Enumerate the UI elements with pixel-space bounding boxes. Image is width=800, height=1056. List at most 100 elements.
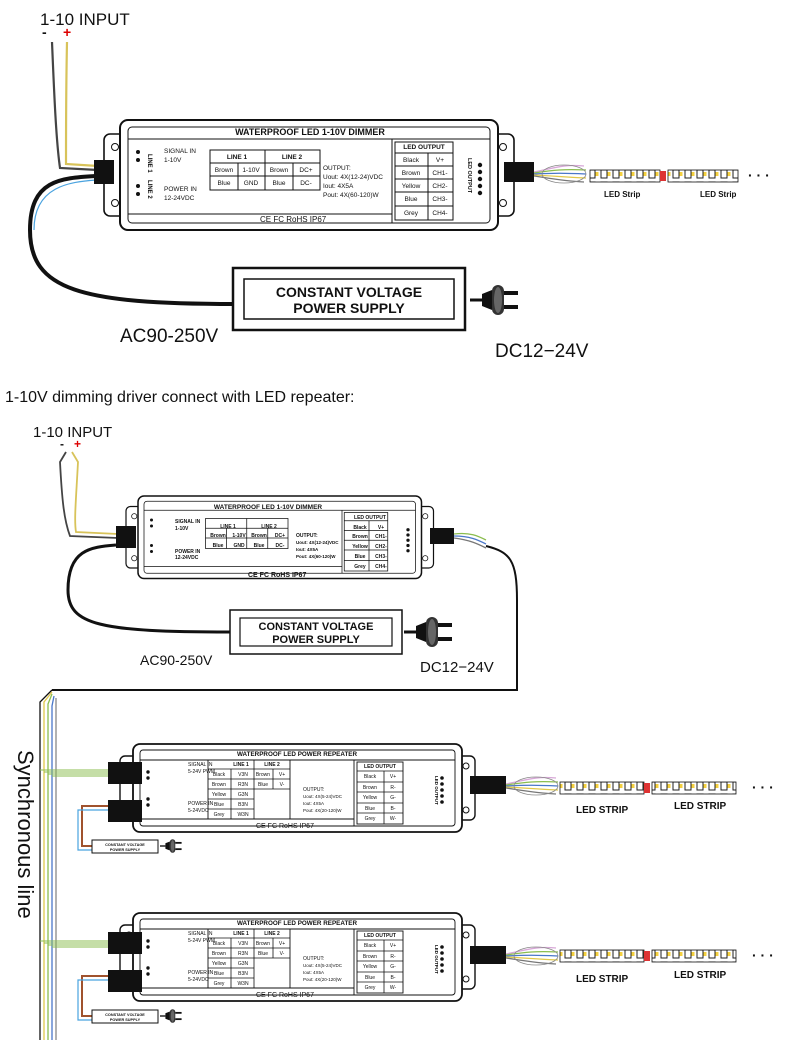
rep1-plug [159,838,183,854]
rep1-o2b: G- [390,795,396,801]
led-strip-top-2 [667,169,739,183]
mid-110v: 1-10V [232,533,246,539]
rep2-o2a: Yellow [363,964,378,970]
rep1-o3b: B- [391,806,396,812]
psu-top-line2: POWER SUPPLY [293,300,405,316]
mid-footer: CE FC RoHS IP67 [248,572,306,579]
mid-blue2: Blue [254,543,265,549]
rep1-output-title: OUTPUT: [303,787,324,793]
dimmer-out-r1a: Brown [402,170,421,177]
dimmer-title: WATERPROOF LED 1-10V DIMMER [235,127,385,137]
dimmer-line2-side: LINE 2 [146,180,152,199]
rep2-psu-line1: CONSTANT VOLTAGE [105,1013,145,1017]
rep2-strip-label-b: LED STRIP [674,970,727,981]
rep2-uout: Uout: 4X(5-24)VDC [303,963,343,968]
input-gland-mid [116,526,136,548]
rep2-power-in: POWER IN [188,970,214,976]
dc-label-mid: DC12−24V [420,659,494,676]
mid-out-r1b: CH1- [375,534,387,540]
mid-iout: Iout: 4X5A [296,547,319,552]
mid-uout: Uout: 4X(12-24)VDC [296,540,339,545]
rep1-r4a: Grey [214,812,225,818]
psu-mid-line1: CONSTANT VOLTAGE [259,621,374,633]
rep1-strip-label-b: LED STRIP [674,801,727,812]
output-gland-top [504,162,534,182]
dimmer-out-r4a: Grey [404,210,419,217]
mid-output-title: OUTPUT: [296,533,318,539]
rep1-o1a: Brown [363,785,377,791]
dimmer-footer: CE FC RoHS IP67 [260,215,327,224]
rep2-o0b: V+ [390,943,396,949]
mid-table-line1: LINE 1 [220,524,236,530]
rep2-r0b: V3N [238,941,248,947]
rep2-o3b: B- [391,975,396,981]
rep2-o4b: W- [390,985,397,991]
rep2-tl2: LINE 2 [264,931,280,937]
mid-out-r2b: CH2- [375,544,387,550]
rep2-gland-in2 [108,970,142,992]
rep2-psu [91,1009,159,1024]
dimmer-power-in: POWER IN [164,186,197,193]
dimmer-out-r2b: CH2- [432,183,447,190]
mid-out-r0a: Black [353,525,367,531]
rep1-side-label: LED OUTPUT [434,776,439,805]
ac-label-top: AC90-250V [120,326,219,347]
input-label-top: 1-10 INPUT [40,10,130,29]
mid-signal-v: 1-10V [175,526,189,532]
dimmer-out-r1b: CH1- [432,170,447,177]
rep2-r0d: V+ [279,941,285,947]
plug-mid [402,615,454,649]
rep2-psu-line2: POWER SUPPLY [110,1018,141,1022]
rep1-psu [91,839,159,854]
rep1-footer: CE FC RoHS IP67 [256,823,314,830]
rep1-r1a: Brown [212,782,226,788]
rep1-r4b: W3N [237,812,249,818]
rep2-strip-label-a: LED STRIP [576,974,629,985]
rep2-o2b: G- [390,964,396,970]
rep1-signal-in: SIGNAL IN [188,762,213,768]
dimmer-blue-2: Blue [272,180,285,187]
dimmer-output-title: OUTPUT: [323,165,351,172]
dimmer-brown-2: Brown [270,167,289,174]
plus-sign-top: + [63,24,71,40]
dimmer-110v: 1-10V [242,167,260,174]
rep1-r1b: R3N [238,782,248,788]
mid-table-line2: LINE 2 [261,524,277,530]
rep2-tl1: LINE 1 [233,931,249,937]
rep1-r2a: Yellow [212,792,227,798]
rep1-o1b: R- [390,785,396,791]
rep2-r1c: Blue [258,951,268,957]
rep2-title: WATERPROOF LED POWER REPEATER [237,920,358,927]
sync-line-bundle [39,689,57,1040]
mid-out-r1a: Brown [352,534,368,540]
mid-out-r4a: Grey [354,564,366,570]
rep1-r0c: Brown [256,772,270,778]
rep1-r3a: Blue [214,802,224,808]
rep2-o1a: Brown [363,954,377,960]
rep1-gland-out [470,776,506,794]
rep2-signal-in: SIGNAL IN [188,931,213,937]
rep2-o1b: R- [390,954,396,960]
rep1-tl1: LINE 1 [233,762,249,768]
rep2-r1a: Brown [212,951,226,957]
rep1-o4b: W- [390,816,397,822]
rep2-led-output: LED OUTPUT [364,933,396,939]
minus-sign-mid: - [60,437,64,451]
dimmer-out-r2a: Yellow [402,183,421,190]
mid-brown1: Brown [210,533,226,539]
dimmer-uout: Uout: 4X(12-24)VDC [323,174,383,181]
dimmer-brown-1: Brown [215,167,234,174]
mid-title: WATERPROOF LED 1-10V DIMMER [214,504,323,511]
plus-sign-mid: + [74,437,81,451]
rep1-o3a: Blue [365,806,375,812]
led-strip-top-dots: · · · [748,167,770,183]
rep1-pout: Pout: 4X(20-120)W [303,808,342,813]
dimmer-table-line1: LINE 1 [227,154,248,161]
rep1-o2a: Yellow [363,795,378,801]
rep2-r4b: W3N [237,981,249,987]
rep2-strip-2 [651,949,737,963]
rep2-r2b: G3N [238,961,249,967]
dimmer-out-r0b: V+ [436,157,444,164]
rep1-gland-in2 [108,800,142,822]
